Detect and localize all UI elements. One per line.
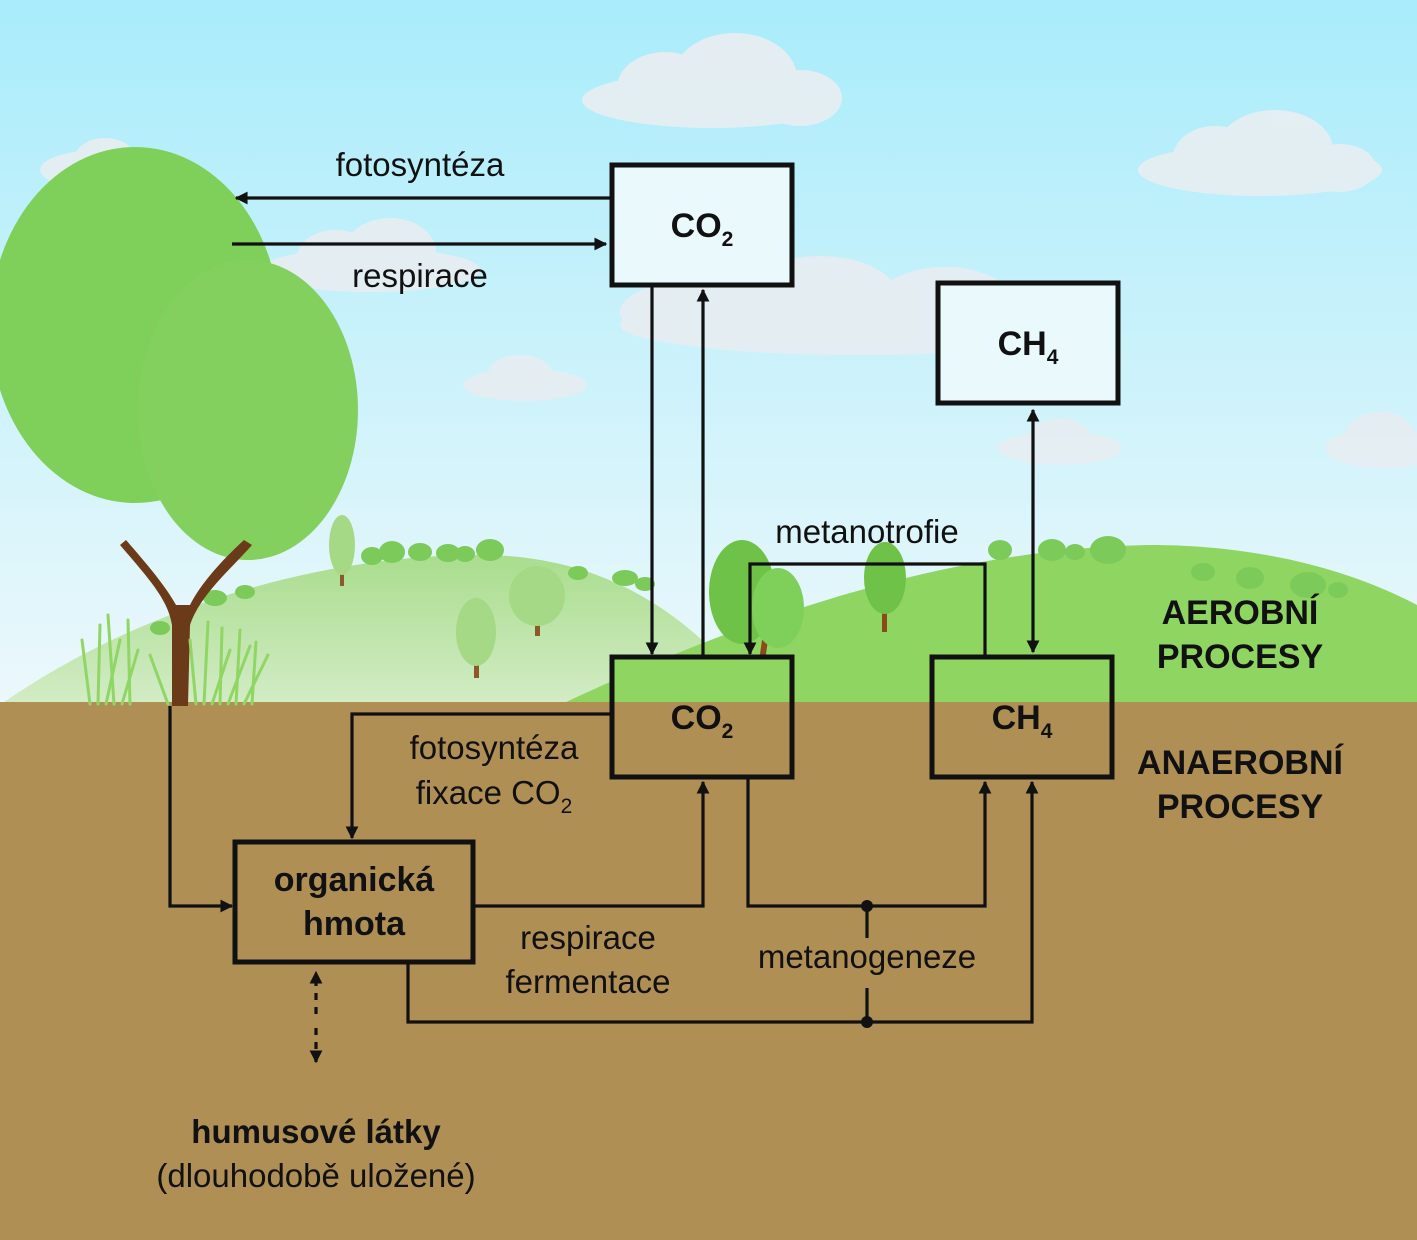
small-tree [329, 515, 355, 586]
box-label-subscript: 4 [1047, 346, 1059, 369]
small-tree [456, 598, 496, 678]
box-label-subscript: 4 [1041, 720, 1053, 743]
label-co2-fixation-subscript: 2 [561, 795, 573, 818]
box-label: CH [992, 699, 1041, 737]
zone-aerobic-line1: AEROBNÍ [1162, 594, 1320, 632]
humus-note: (dlouhodobě uložené) [156, 1157, 475, 1194]
svg-text:CH4: CH4 [992, 699, 1053, 743]
arrow-photosynthesis-soil [345, 712, 612, 840]
junction-dot [861, 1016, 873, 1028]
tree-crown-front [138, 260, 358, 560]
connectors [168, 191, 1040, 1064]
cloud [1325, 412, 1417, 468]
svg-text:CO2: CO2 [671, 207, 734, 251]
label-respiration-atmosphere: respirace [352, 257, 488, 294]
svg-text:CH4: CH4 [998, 325, 1059, 369]
cloud [463, 355, 587, 401]
small-trees [329, 515, 906, 682]
label-photosynthesis-soil: fotosyntéza [410, 729, 579, 766]
back-hill [0, 555, 760, 705]
box-label-line1: organická [274, 861, 435, 899]
label-co2-fixation: fixace CO [416, 774, 561, 811]
box-ch4-soil: CH4 [929, 654, 1115, 780]
label-fermentation: fermentace [505, 963, 670, 1000]
box-organic-matter: organická hmota [232, 839, 476, 965]
zone-aerobic-line2: PROCESY [1157, 638, 1324, 676]
arrow-methanotrophy [743, 562, 987, 656]
label-respiration-soil: respirace [520, 919, 656, 956]
svg-text:fixace CO2: fixace CO2 [416, 774, 573, 818]
box-label: CH [998, 325, 1047, 363]
arrow-methanogenesis-organic [406, 780, 1039, 1024]
svg-text:CO2: CO2 [671, 699, 734, 743]
box-ch4-atmosphere: CH4 [935, 280, 1121, 406]
box-label-subscript: 2 [722, 228, 734, 251]
arrow-respiration-soil [474, 780, 710, 908]
zone-anaerobic-line2: PROCESY [1157, 788, 1324, 826]
box-co2-soil: CO2 [609, 654, 795, 780]
small-tree [864, 542, 906, 632]
box-label-subscript: 2 [722, 720, 734, 743]
arrow-tree-to-organic [168, 706, 234, 913]
box-label: CO [671, 699, 722, 737]
label-methanogenesis: metanogeneze [758, 938, 976, 975]
cloud [582, 33, 842, 128]
small-tree [709, 540, 804, 682]
big-tree [0, 147, 358, 706]
small-tree [509, 566, 565, 636]
shrubs [150, 536, 1348, 635]
cloud [1138, 110, 1382, 196]
box-label: CO [671, 207, 722, 245]
box-co2-atmosphere: CO2 [609, 162, 795, 288]
zone-anaerobic-line1: ANAEROBNÍ [1137, 744, 1344, 782]
grass [80, 613, 270, 706]
junction-dot [861, 900, 873, 912]
label-methanotrophy: metanotrofie [775, 513, 958, 550]
box-label-line2: hmota [303, 905, 406, 943]
label-photosynthesis-atmosphere: fotosyntéza [336, 146, 505, 183]
humus-title: humusové látky [191, 1113, 441, 1150]
tree-trunk [120, 540, 252, 706]
